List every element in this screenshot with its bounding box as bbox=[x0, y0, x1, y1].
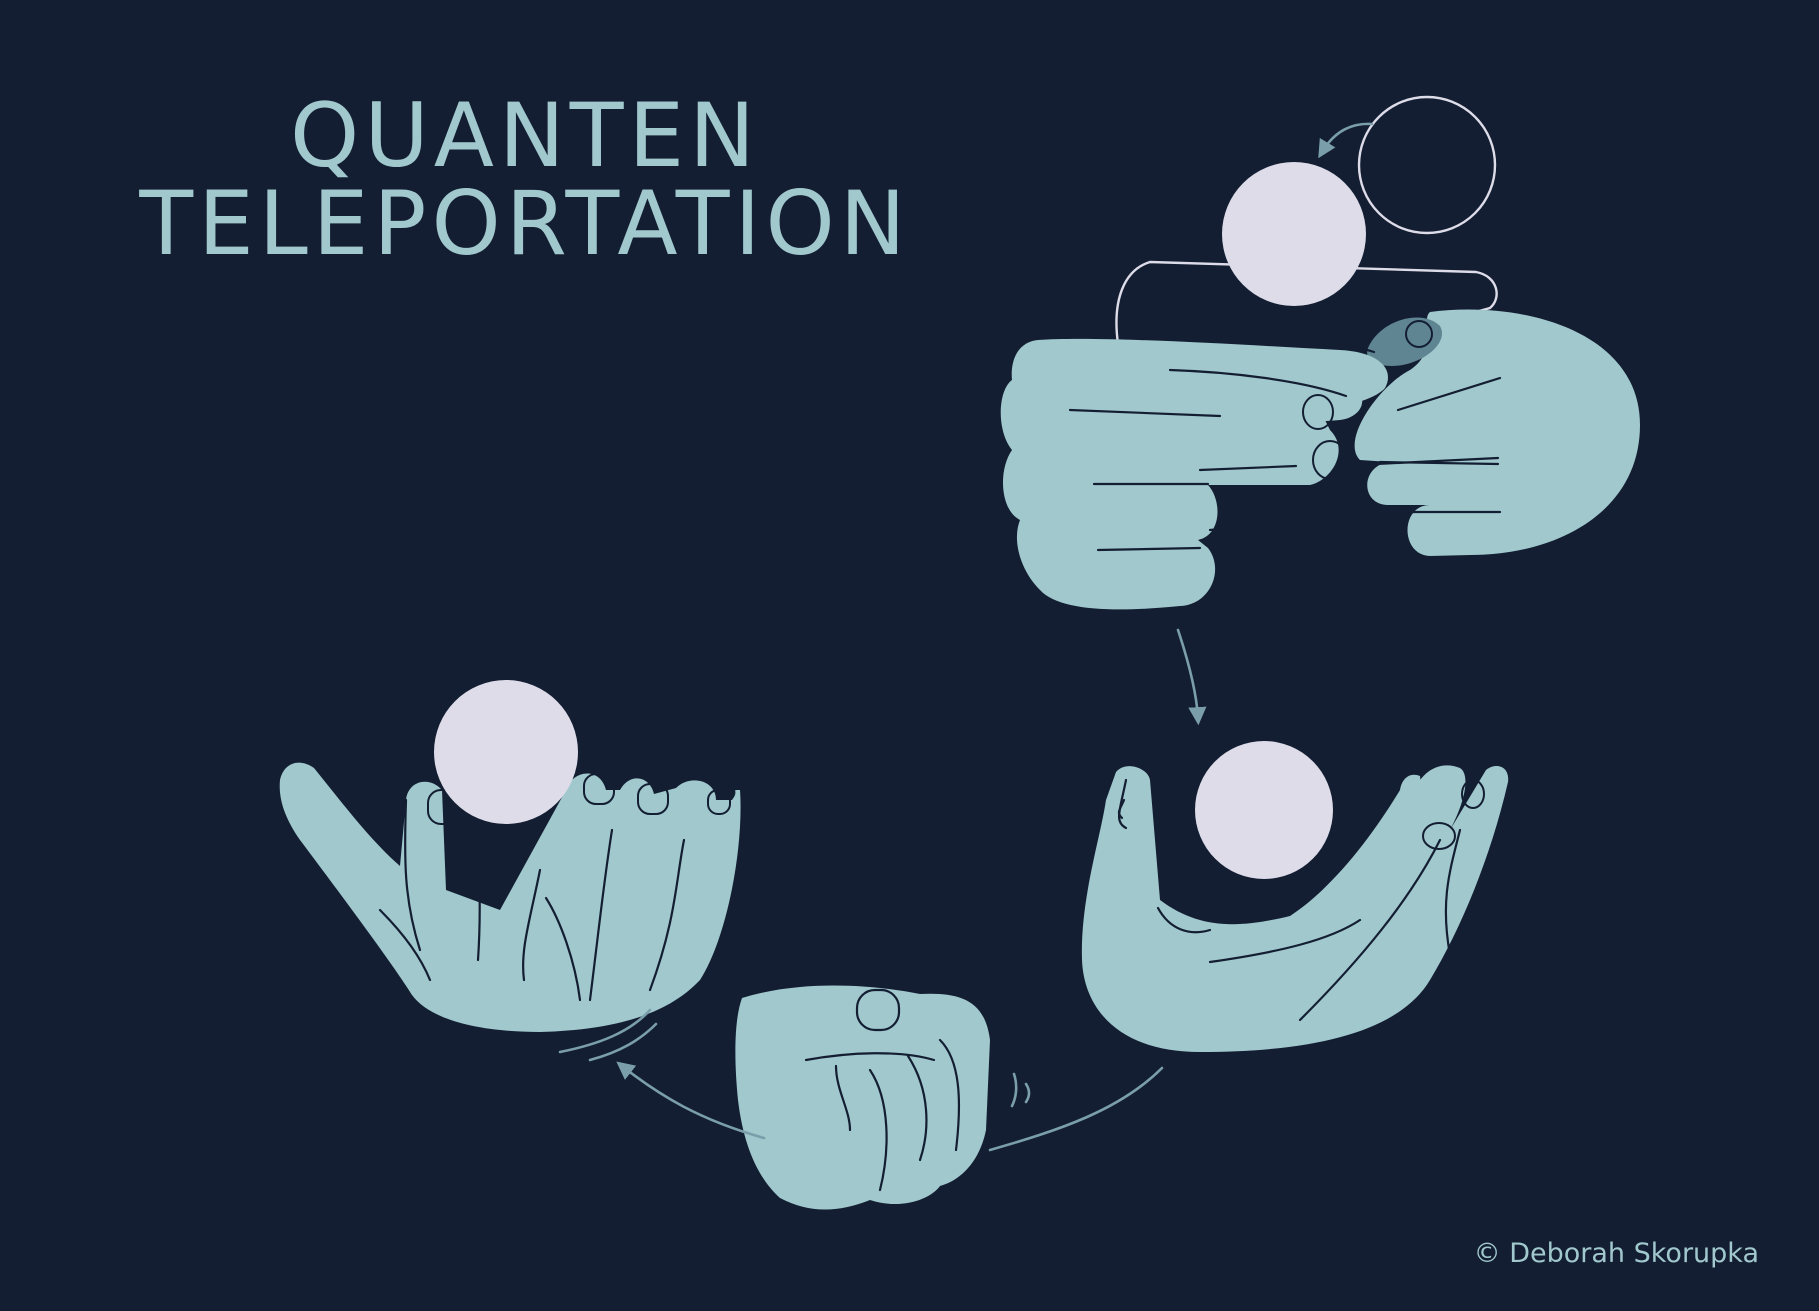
open-motion-mark-2 bbox=[588, 1022, 658, 1062]
palm-crease-4 bbox=[1156, 906, 1212, 934]
open-nail-4 bbox=[707, 789, 731, 815]
particle-right bbox=[1195, 741, 1333, 879]
motion-mark-1 bbox=[1010, 1072, 1018, 1108]
index-top-line bbox=[1174, 324, 1376, 354]
curve-arrow-right bbox=[988, 1066, 1164, 1152]
palm-crease-3 bbox=[1444, 828, 1462, 957]
motion-mark-2 bbox=[1024, 1082, 1031, 1104]
closed-fist-group bbox=[735, 985, 1031, 1210]
open-finger-line-1 bbox=[404, 798, 422, 952]
open-nail-1 bbox=[427, 789, 457, 825]
cupped-hand-group bbox=[1081, 741, 1509, 1052]
fist-crease-1 bbox=[1068, 408, 1222, 418]
curve-arrow-left bbox=[616, 1061, 766, 1140]
open-palm-crease bbox=[544, 896, 582, 1002]
open-finger-line-4 bbox=[588, 828, 614, 1002]
palm-crease-2 bbox=[1298, 838, 1442, 1022]
index-nail bbox=[1302, 394, 1334, 430]
open-hand-group bbox=[279, 680, 741, 1062]
title-line-1: QUANTEN bbox=[290, 84, 760, 187]
fist-crease-5 bbox=[1208, 488, 1322, 532]
fist-thumb-nail bbox=[855, 988, 901, 1032]
open-finger-line-2 bbox=[474, 798, 481, 962]
open-nail-2 bbox=[583, 773, 615, 805]
palm-crease-1 bbox=[1208, 918, 1362, 964]
open-thumb-crease bbox=[378, 908, 432, 982]
illustration-title: QUANTEN TELEPORTATION bbox=[0, 92, 1050, 268]
fist-curl-1 bbox=[804, 1052, 936, 1062]
right-hand-crease-2 bbox=[1374, 456, 1500, 466]
fist-curl-2 bbox=[834, 1064, 852, 1132]
cupped-thumb-nail bbox=[1117, 798, 1126, 820]
fist-curl-3 bbox=[906, 1054, 928, 1162]
right-hand-crease-4 bbox=[1396, 376, 1502, 412]
down-arrow bbox=[1176, 628, 1207, 726]
fist-curl-5 bbox=[868, 1068, 888, 1192]
ghost-particle-outline bbox=[1357, 95, 1497, 235]
open-receiving-hand bbox=[279, 762, 741, 1032]
thumb-shadow bbox=[1367, 317, 1442, 366]
cupped-nail-2 bbox=[1461, 779, 1485, 809]
right-pinching-hand bbox=[1354, 309, 1640, 556]
rotation-arrow bbox=[1318, 122, 1374, 159]
fist-crease-4 bbox=[1198, 464, 1298, 472]
left-index-finger bbox=[1190, 366, 1363, 422]
open-motion-mark-1 bbox=[558, 1008, 652, 1054]
hand-outline-ghost bbox=[1115, 260, 1498, 345]
title-line-2: TELEPORTATION bbox=[139, 172, 911, 275]
thumb-nail-2 bbox=[1312, 440, 1348, 480]
closed-fist bbox=[735, 985, 990, 1210]
copyright-credit: © Deborah Skorupka bbox=[1473, 1238, 1759, 1269]
fist-curl-4 bbox=[938, 1038, 961, 1152]
cupped-open-hand bbox=[1081, 765, 1509, 1052]
cupped-nail-1 bbox=[1422, 822, 1456, 850]
pinching-hands-group bbox=[1000, 95, 1640, 610]
fist-crease-3 bbox=[1096, 546, 1202, 552]
particle-left bbox=[434, 680, 578, 824]
open-finger-line-3 bbox=[522, 868, 542, 982]
open-nail-3 bbox=[637, 783, 669, 815]
open-finger-line-5 bbox=[648, 838, 686, 992]
particle-top bbox=[1222, 162, 1366, 306]
thumb-nail bbox=[1405, 320, 1433, 348]
index-bottom-line bbox=[1168, 368, 1348, 398]
